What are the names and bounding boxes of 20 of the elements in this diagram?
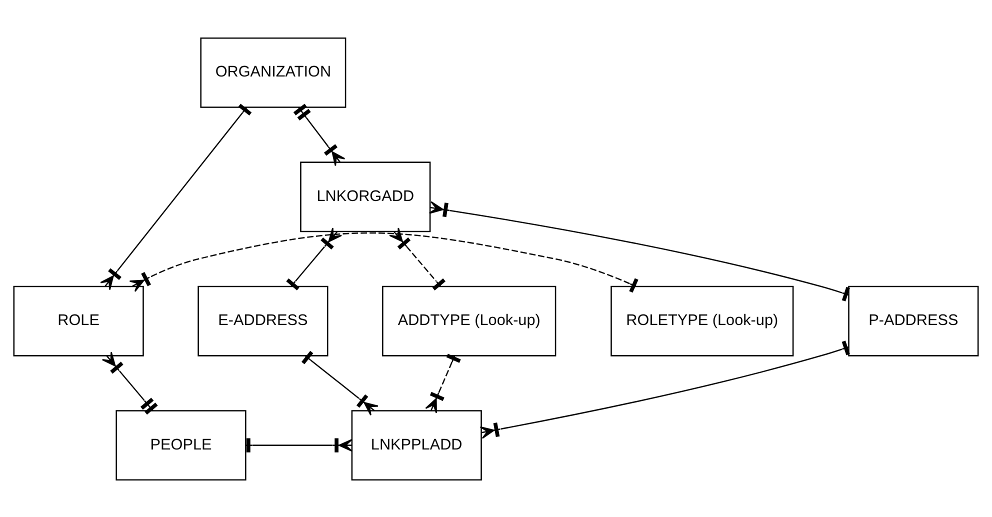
connector [293,103,346,166]
node-box: ROLE [13,285,144,356]
connector [428,200,850,301]
connector [129,232,638,292]
connector [286,226,342,290]
node-box: ADDTYPE (Look-up) [382,285,556,356]
node-box: E-ADDRESS [198,285,328,356]
connector [425,353,461,413]
node-box: P-ADDRESS [848,285,979,356]
node-box: LNKORGADD [300,161,431,232]
connector [388,226,446,290]
connector [301,350,379,416]
node-box: PEOPLE [116,410,246,480]
node-box: ROLETYPE (Look-up) [610,285,794,356]
connector [480,340,850,438]
node-box: ORGANIZATION [200,36,346,108]
node-box: LNKPPLADD [351,410,482,480]
connector [102,351,158,414]
connector [246,438,353,452]
connector [100,103,252,290]
